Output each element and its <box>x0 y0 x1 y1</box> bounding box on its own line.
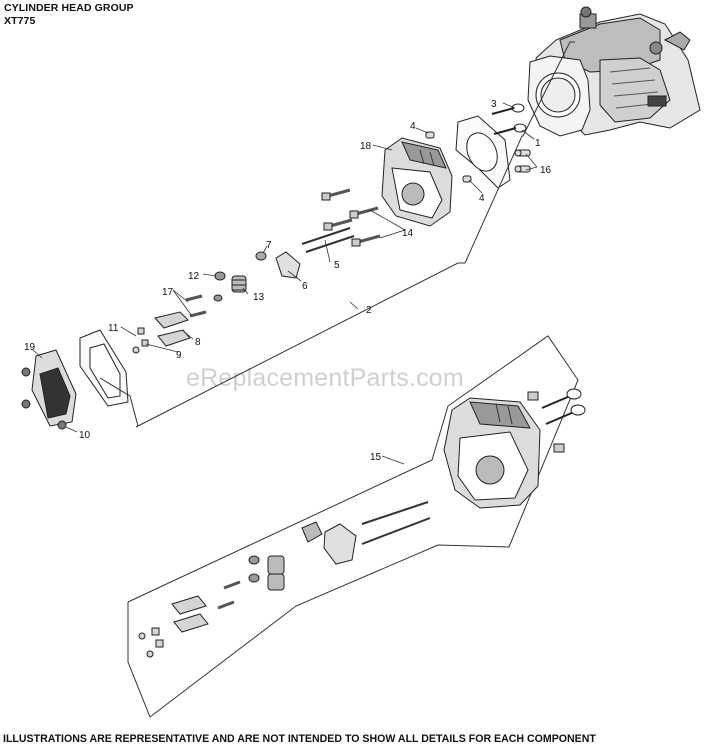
head-bolt-illustration <box>321 188 381 247</box>
engine-block-illustration <box>527 6 701 137</box>
lower-push-rod-illustration <box>361 501 431 545</box>
callout-12: 12 <box>188 271 200 282</box>
callout-15: 15 <box>370 452 382 463</box>
lower-valve-illustration <box>527 388 586 453</box>
diagram-title: CYLINDER HEAD GROUP <box>4 2 134 14</box>
callout-6: 6 <box>302 281 308 292</box>
callout-19: 19 <box>24 342 36 353</box>
callout-8: 8 <box>195 337 201 348</box>
cylinder-head-illustration <box>381 137 453 227</box>
lower-valve-spring-illustration <box>248 555 285 591</box>
lower-guide-plate-illustration <box>301 521 357 565</box>
callout-13: 13 <box>253 292 265 303</box>
leader-lines <box>32 102 538 465</box>
callout-2: 2 <box>366 305 372 316</box>
valve-spring-illustration <box>213 271 247 302</box>
callout-3: 3 <box>491 99 497 110</box>
callout-5: 5 <box>334 260 340 271</box>
rocker-arm-illustration <box>132 294 207 354</box>
callout-16: 16 <box>540 165 552 176</box>
callout-labels: 3 1 4 4 16 18 14 5 6 7 12 13 17 8 11 9 1… <box>24 99 552 463</box>
disclaimer-footer: ILLUSTRATIONS ARE REPRESENTATIVE AND ARE… <box>3 733 596 745</box>
model-number: XT775 <box>4 15 36 27</box>
callout-17: 17 <box>162 287 174 298</box>
callout-9: 9 <box>176 350 182 361</box>
lower-cylinder-head-illustration <box>443 397 541 509</box>
callout-11: 11 <box>108 323 119 334</box>
guide-plate-illustration <box>255 251 301 279</box>
callout-7: 7 <box>266 240 272 251</box>
push-rod-illustration <box>301 227 355 253</box>
callout-4-lower: 4 <box>479 193 485 204</box>
group-bracket-upper <box>135 41 575 428</box>
callout-14: 14 <box>402 228 414 239</box>
lower-rocker-arm-illustration <box>138 580 241 658</box>
group-bracket-lower <box>127 335 579 718</box>
callout-4-upper: 4 <box>410 121 416 132</box>
callout-10: 10 <box>79 430 91 441</box>
callout-1: 1 <box>535 138 541 149</box>
group-bracket-upper-left <box>99 377 139 427</box>
callout-18: 18 <box>360 141 372 152</box>
valve-cover-illustration <box>21 329 129 430</box>
